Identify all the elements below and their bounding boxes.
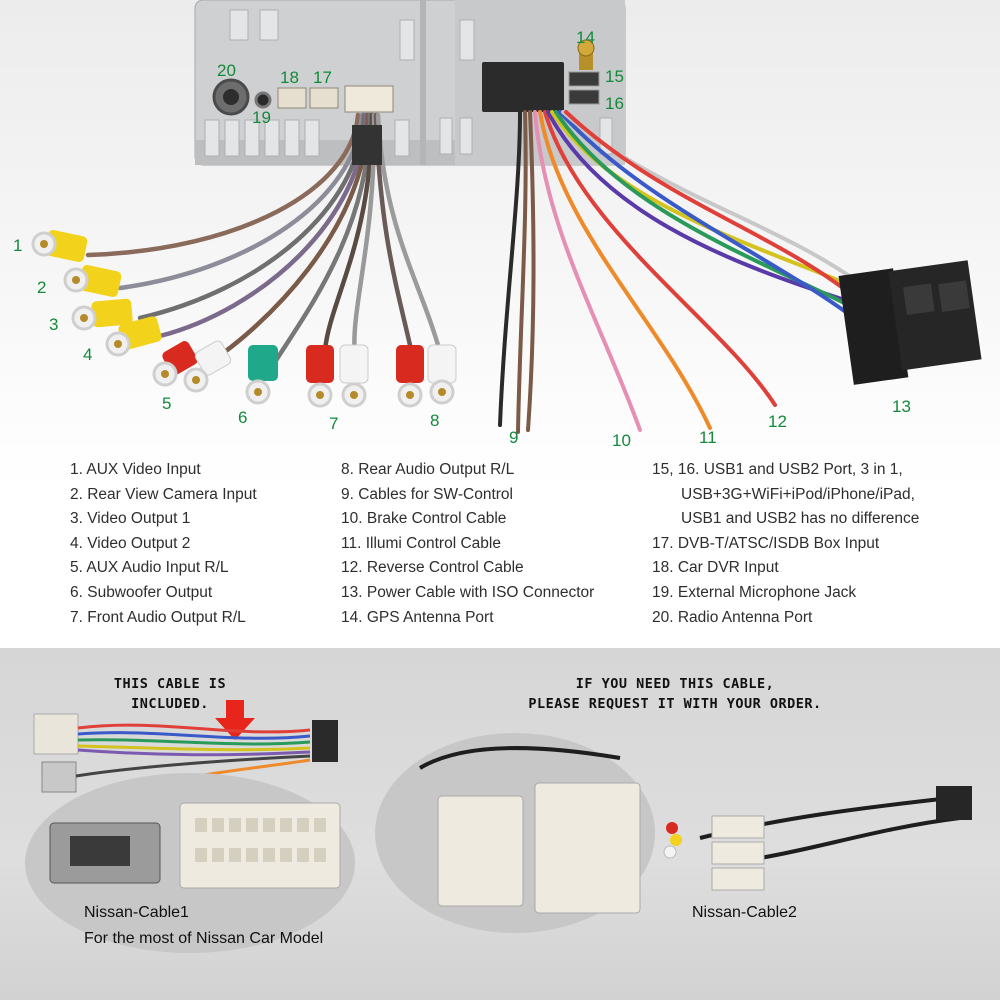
callout-17: 17 — [313, 68, 332, 87]
request-banner-line2: PLEASE REQUEST IT WITH YOUR ORDER. — [528, 696, 822, 712]
legend-item-19: 19. External Microphone Jack — [652, 583, 857, 601]
callout-5: 5 — [162, 394, 171, 413]
rca-plug-8 — [396, 344, 457, 408]
legend-item-13: 13. Power Cable with ISO Connector — [341, 583, 595, 601]
usb-ports-15-16 — [568, 71, 600, 105]
legend-item-2: 2. Rear View Camera Input — [70, 485, 257, 503]
legend-item-20: 20. Radio Antenna Port — [652, 608, 813, 626]
legend-column-1: 1. AUX Video Input 2. Rear View Camera I… — [70, 458, 257, 630]
dvr-port-18 — [277, 87, 307, 109]
legend-item-11: 11. Illumi Control Cable — [341, 534, 501, 552]
callout-4: 4 — [83, 345, 92, 364]
legend-item-15-16-cont: USB+3G+WiFi+iPod/iPhone/iPad, — [681, 485, 915, 503]
legend-column-3: 15, 16. USB1 and USB2 Port, 3 in 1, USB+… — [652, 458, 919, 630]
callout-2: 2 — [37, 278, 46, 297]
av-connector — [344, 85, 394, 113]
legend-item-17: 17. DVB-T/ATSC/ISDB Box Input — [652, 534, 880, 552]
gps-antenna-port-14 — [577, 39, 595, 70]
rca-plug-4 — [105, 316, 162, 357]
legend-item-8: 8. Rear Audio Output R/L — [341, 461, 515, 478]
cable2-connector-left — [437, 795, 524, 907]
legend-item-15-16-note: USB1 and USB2 has no difference — [681, 510, 920, 528]
callout-19: 19 — [252, 108, 271, 127]
cable2-name: Nissan-Cable2 — [692, 904, 797, 921]
callout-3: 3 — [49, 315, 58, 334]
diagram-panel: 1 2 3 4 5 6 7 8 9 10 11 12 13 14 15 16 1… — [0, 0, 1000, 648]
legend-item-14: 14. GPS Antenna Port — [341, 608, 494, 626]
legend-item-7: 7. Front Audio Output R/L — [70, 608, 246, 626]
request-banner-line1: IF YOU NEED THIS CABLE, — [575, 676, 775, 692]
rca-plug-7 — [306, 344, 369, 408]
legend-item-4: 4. Video Output 2 — [70, 534, 191, 552]
legend-item-3: 3. Video Output 1 — [70, 510, 191, 528]
rca-plug-2 — [63, 265, 122, 297]
legend-column-2: 8. Rear Audio Output R/L 9. Cables for S… — [341, 458, 594, 630]
nissan-cable1-harness — [33, 713, 338, 800]
callout-16: 16 — [605, 94, 624, 113]
callout-11: 11 — [699, 428, 717, 447]
callout-1: 1 — [13, 236, 22, 255]
legend-item-6: 6. Subwoofer Output — [70, 583, 213, 601]
legend-item-10: 10. Brake Control Cable — [341, 510, 507, 528]
callout-7: 7 — [329, 414, 338, 433]
legend-item-12: 12. Reverse Control Cable — [341, 559, 524, 577]
cable2-connector-right — [534, 782, 641, 914]
av-wire-bundle — [85, 112, 443, 373]
cable1-grey-connector-socket — [70, 836, 130, 866]
callout-12: 12 — [768, 412, 787, 431]
head-unit-illustration: 1 2 3 4 5 6 7 8 9 10 11 12 13 14 15 16 1… — [13, 0, 982, 450]
rca-plug-6 — [245, 345, 278, 405]
rca-plug-3 — [71, 298, 133, 331]
legend-item-5: 5. AUX Audio Input R/L — [70, 559, 229, 577]
legend-item-15-16: 15, 16. USB1 and USB2 Port, 3 in 1, — [652, 461, 903, 478]
cables-illustration — [25, 700, 972, 953]
callout-9: 9 — [509, 428, 518, 447]
cables-panel: THIS CABLE IS INCLUDED. IF YOU NEED THIS… — [0, 648, 1000, 1000]
power-wire-bundle — [498, 110, 857, 434]
cable1-white-connector — [179, 802, 341, 889]
callout-10: 10 — [612, 431, 631, 450]
red-arrow-icon — [215, 700, 255, 740]
callout-8: 8 — [430, 411, 439, 430]
cable1-pins — [195, 818, 326, 862]
request-banner: IF YOU NEED THIS CABLE, PLEASE REQUEST I… — [520, 674, 830, 714]
callout-13: 13 — [892, 397, 911, 416]
cable1-name: Nissan-Cable1 — [84, 904, 189, 921]
iso-connector-13 — [838, 260, 982, 385]
callout-15: 15 — [605, 67, 624, 86]
radio-antenna-port-20 — [212, 78, 250, 116]
dvb-port-17 — [309, 87, 339, 109]
cable2-rca-plugs — [663, 786, 972, 891]
callout-6: 6 — [238, 408, 247, 427]
cable1-note: For the most of Nissan Car Model — [84, 930, 324, 947]
included-banner: THIS CABLE IS INCLUDED. — [113, 676, 227, 712]
callout-20: 20 — [217, 61, 236, 80]
legend-item-18: 18. Car DVR Input — [652, 559, 779, 577]
rca-plug-1 — [31, 230, 88, 262]
rca-plug-5 — [152, 340, 232, 393]
legend-item-9: 9. Cables for SW-Control — [341, 485, 513, 503]
power-socket — [482, 62, 564, 112]
callout-18: 18 — [280, 68, 299, 87]
mic-jack-19 — [254, 91, 272, 109]
legend-item-1: 1. AUX Video Input — [70, 461, 201, 478]
callout-14: 14 — [576, 28, 595, 47]
